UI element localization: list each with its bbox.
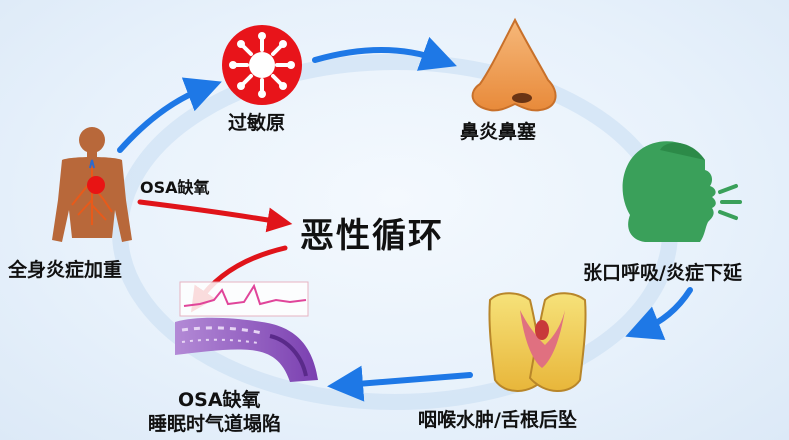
red-arrow-label: OSA缺氧 [140,178,210,197]
arrow-allergy-to-nose [312,36,457,71]
red-arrow-osa-to-cycle [137,199,293,233]
throat-anatomy-icon [488,292,587,392]
node-label-throat: 咽喉水肿/舌根后坠 [418,409,577,431]
airway-collapse-icon [175,281,318,382]
open-mouth-breathing-icon [622,141,742,242]
node-label-allergy: 过敏原 [228,112,286,134]
center-title: 恶性循环 [300,216,444,256]
virus-icon [222,25,302,105]
node-label-mouth: 张口呼吸/炎症下延 [583,262,742,284]
arrow-body-to-allergy [117,77,222,153]
node-label-airway-line1: OSA缺氧 [178,389,261,411]
node-label-body: 全身炎症加重 [8,259,123,281]
human-body-inflammation-icon [52,127,132,242]
node-label-airway-line2: 睡眠时气道塌陷 [148,413,282,435]
arrow-throat-to-airway [327,365,473,402]
nose-icon [471,17,557,112]
node-label-nose: 鼻炎鼻塞 [460,121,537,143]
arrow-mouth-to-throat [625,287,693,341]
